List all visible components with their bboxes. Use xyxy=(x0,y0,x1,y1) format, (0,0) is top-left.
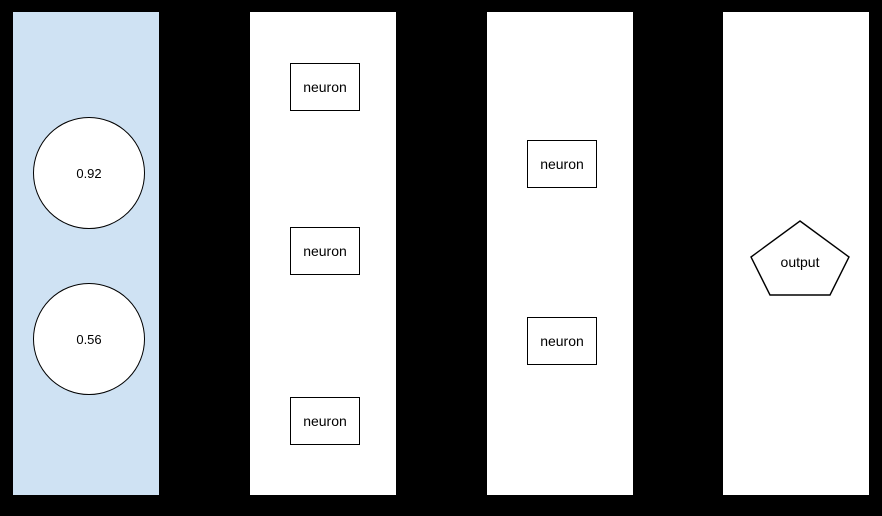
hidden1-neuron-2[interactable]: neuron xyxy=(290,397,360,445)
hidden1-neuron-0[interactable]: neuron xyxy=(290,63,360,111)
hidden2-neuron-0-label: neuron xyxy=(540,156,584,172)
hidden1-neuron-1-label: neuron xyxy=(303,243,347,259)
input-node-0[interactable]: 0.92 xyxy=(33,117,145,229)
gap-mask-right xyxy=(869,0,882,516)
hidden1-neuron-0-label: neuron xyxy=(303,79,347,95)
hidden2-neuron-0[interactable]: neuron xyxy=(527,140,597,188)
hidden1-neuron-1[interactable]: neuron xyxy=(290,227,360,275)
output-node-label: output xyxy=(780,254,820,270)
pentagon-shape xyxy=(750,220,850,296)
gap-mask-left xyxy=(0,0,13,516)
output-node[interactable]: output xyxy=(750,220,850,296)
layer-column-input xyxy=(13,12,159,495)
input-node-1[interactable]: 0.56 xyxy=(33,283,145,395)
gap-mask-2 xyxy=(396,0,487,516)
gap-mask-3 xyxy=(633,0,723,516)
input-node-0-label: 0.92 xyxy=(76,165,102,181)
input-node-1-label: 0.56 xyxy=(76,331,102,347)
hidden2-neuron-1[interactable]: neuron xyxy=(527,317,597,365)
layer-column-hidden-2 xyxy=(487,12,633,495)
hidden1-neuron-2-label: neuron xyxy=(303,413,347,429)
gap-mask-top xyxy=(0,0,882,12)
gap-mask-1 xyxy=(159,0,250,516)
gap-mask-bottom xyxy=(0,495,882,516)
hidden2-neuron-1-label: neuron xyxy=(540,333,584,349)
